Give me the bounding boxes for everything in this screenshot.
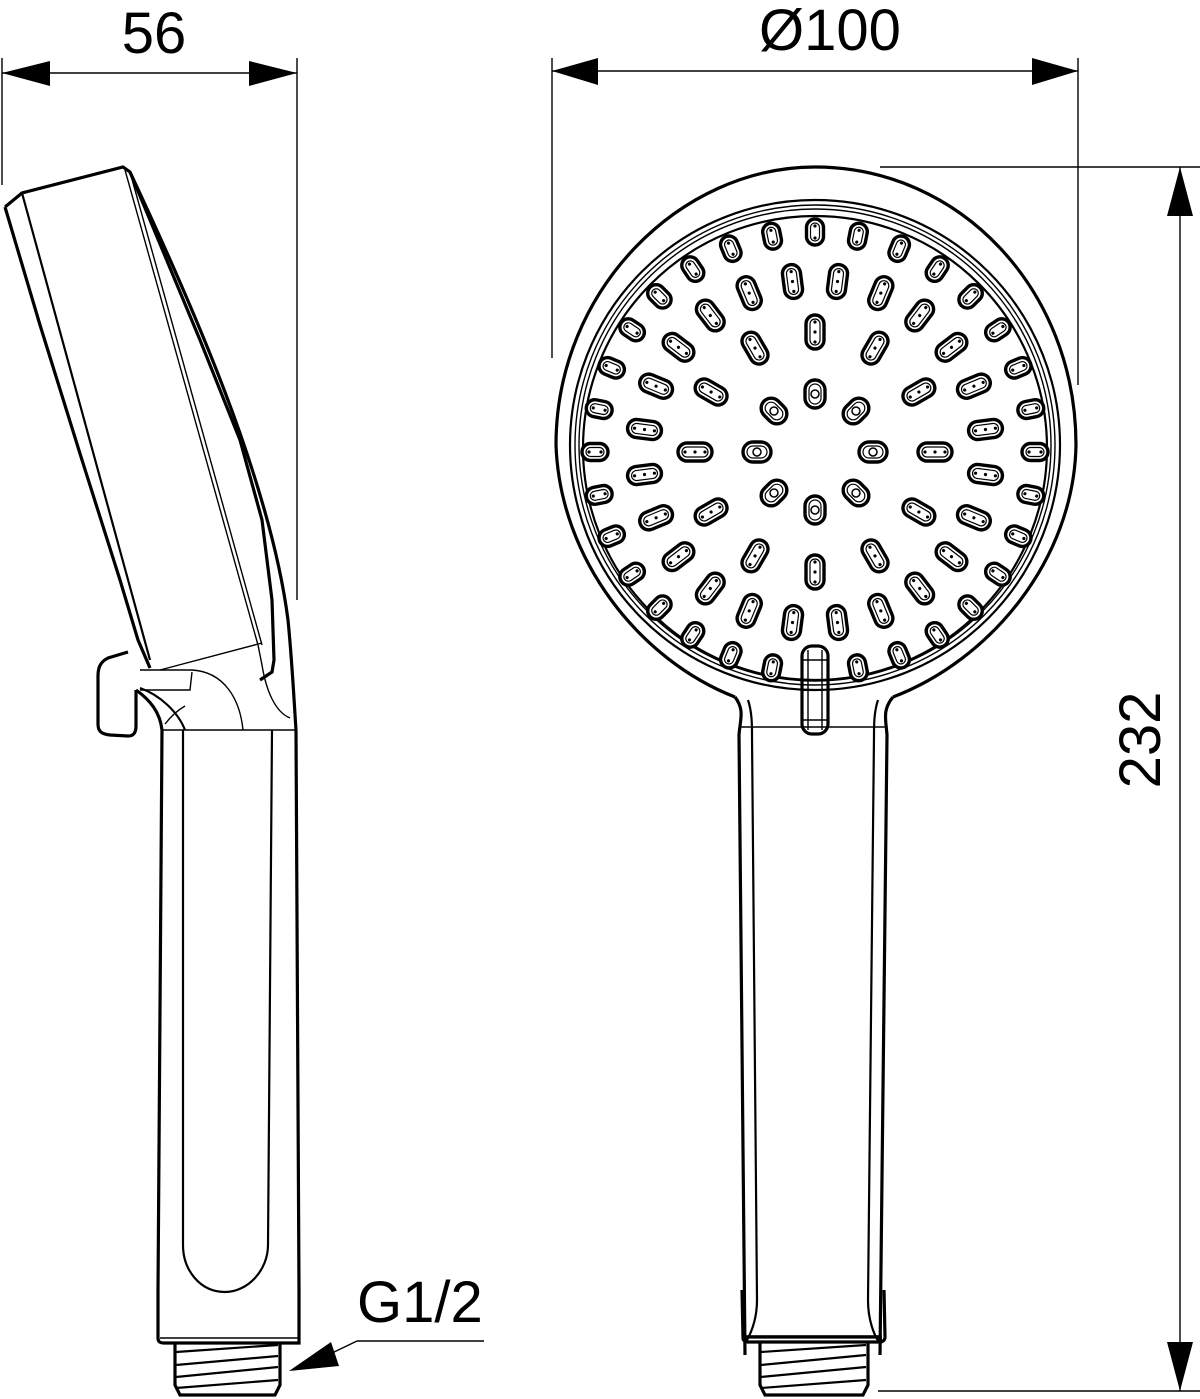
dimension-label-length: 232 (1108, 692, 1173, 789)
nozzle (867, 275, 895, 312)
nozzle (693, 497, 729, 527)
leader-arrow-icon (289, 1342, 339, 1371)
nozzle (780, 262, 805, 301)
nozzle (646, 283, 673, 310)
front-handle (733, 695, 895, 1397)
nozzle (638, 504, 675, 532)
nozzle (966, 462, 1005, 487)
nozzle (825, 603, 850, 642)
nozzle (887, 234, 912, 264)
nozzle (618, 561, 647, 587)
nozzle (661, 541, 696, 573)
nozzle (934, 541, 969, 573)
nozzle (966, 417, 1005, 442)
nozzle (780, 603, 805, 642)
nozzle (1020, 441, 1050, 463)
arrow-down-icon (1167, 1342, 1193, 1391)
nozzle (904, 571, 936, 606)
nozzle (803, 378, 827, 410)
nozzle (901, 497, 937, 527)
side-handle (135, 688, 301, 1397)
nozzle (759, 396, 789, 426)
nozzle (860, 538, 890, 574)
dimension-label-56: 56 (122, 1, 187, 66)
nozzle (694, 571, 726, 606)
nozzle (676, 441, 714, 463)
nozzle (1016, 483, 1046, 506)
nozzle (625, 462, 664, 487)
nozzle (693, 377, 729, 407)
nozzle (957, 283, 984, 310)
nozzle (934, 331, 969, 363)
nozzle (860, 330, 890, 366)
nozzle (735, 275, 763, 312)
nozzle (924, 620, 950, 649)
nozzle (846, 653, 869, 683)
nozzle (584, 398, 614, 421)
nozzle (761, 221, 784, 251)
nozzle (916, 441, 954, 463)
nozzle (597, 355, 627, 380)
side-view: 56 (1, 1, 484, 1397)
nozzle (983, 561, 1012, 587)
nozzle (1016, 398, 1046, 421)
arrow-left-icon (552, 58, 598, 85)
nozzle (661, 331, 696, 363)
nozzle (901, 377, 937, 407)
front-view: Ø100 232 (551, 0, 1200, 1397)
nozzle (761, 653, 784, 683)
nozzle (804, 313, 826, 351)
thread-label: G1/2 (357, 1270, 483, 1335)
nozzle (597, 524, 627, 549)
nozzle (680, 620, 706, 649)
arrow-left-icon (2, 61, 50, 86)
arrow-right-icon (1032, 58, 1078, 85)
nozzle (718, 234, 743, 264)
side-clip (96, 650, 138, 738)
dimension-head-diameter: Ø100 (551, 0, 1079, 385)
nozzle (580, 441, 610, 463)
mode-slider-button[interactable] (800, 644, 830, 736)
nozzle (718, 640, 743, 670)
front-thread (758, 1342, 870, 1397)
nozzle (741, 440, 773, 464)
nozzle (825, 262, 850, 301)
nozzle (957, 594, 984, 621)
nozzle (887, 640, 912, 670)
nozzle (841, 396, 871, 426)
nozzle (735, 592, 763, 629)
nozzle (803, 494, 827, 526)
side-head-body (3, 165, 298, 738)
nozzle (638, 372, 675, 400)
arrow-up-icon (1167, 167, 1193, 216)
nozzle (904, 298, 936, 333)
nozzle-pattern (580, 217, 1050, 683)
nozzle (625, 417, 664, 442)
side-thread (173, 1343, 282, 1397)
nozzle (983, 317, 1012, 343)
dimension-side-width: 56 (1, 1, 298, 600)
nozzle (955, 504, 992, 532)
dimension-label-diameter: Ø100 (759, 0, 901, 63)
nozzle (867, 592, 895, 629)
nozzle (924, 255, 950, 284)
nozzle (841, 478, 871, 508)
nozzle (694, 298, 726, 333)
nozzle (740, 330, 770, 366)
nozzle (804, 217, 826, 247)
nozzle (1003, 524, 1033, 549)
nozzle (846, 221, 869, 251)
dimension-total-length: 232 (878, 166, 1200, 1392)
nozzle (857, 440, 889, 464)
nozzle (759, 478, 789, 508)
thread-callout: G1/2 (289, 1270, 484, 1371)
nozzle (618, 317, 647, 343)
nozzle (584, 483, 614, 506)
nozzle (680, 255, 706, 284)
arrow-right-icon (249, 61, 297, 86)
nozzle (1003, 355, 1033, 380)
nozzle (804, 553, 826, 591)
nozzle (740, 538, 770, 574)
nozzle (955, 372, 992, 400)
